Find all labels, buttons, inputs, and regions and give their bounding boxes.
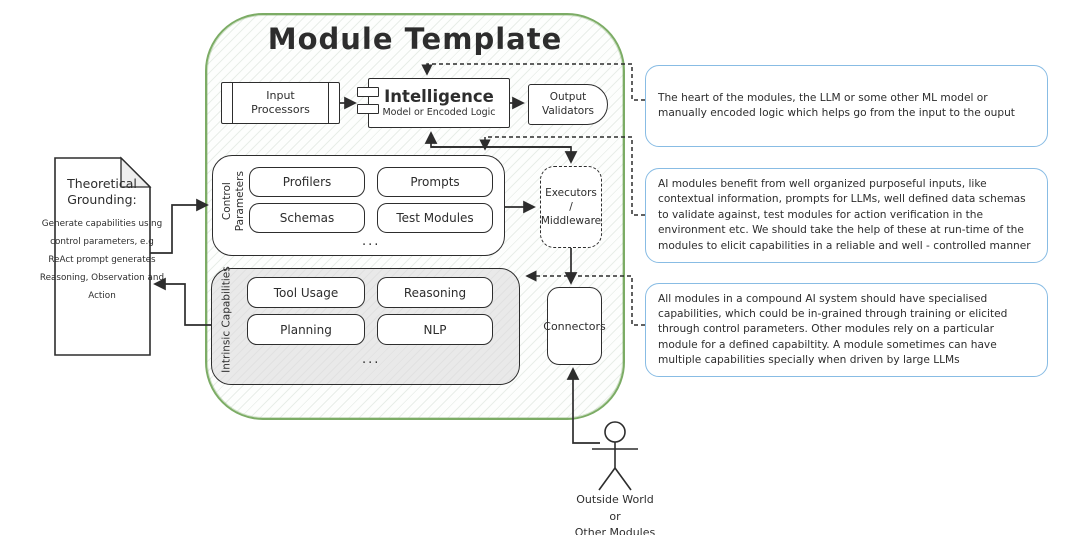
executors-line: Middleware [540, 215, 602, 228]
annotation-intelligence: The heart of the modules, the LLM or som… [645, 65, 1048, 147]
theoretical-grounding-doc: Theoretical Grounding: Generate capabili… [38, 176, 166, 305]
outside-world-label: Outside World or Other Modules [553, 492, 677, 535]
component-port-icon [357, 104, 379, 114]
intelligence-subtitle: Model or Encoded Logic [382, 106, 496, 118]
theoretical-grounding-heading: Theoretical Grounding: [67, 176, 137, 208]
annotation-control-parameters: AI modules benefit from well organized p… [645, 168, 1048, 263]
intrinsic-capabilities-more: ... [362, 352, 381, 367]
outside-world-line: Other Modules [574, 526, 656, 535]
outside-world-line: or [609, 509, 621, 523]
stick-figure-icon [592, 421, 638, 491]
document-fold-icon [120, 156, 152, 188]
outside-world-line: Outside World [576, 493, 654, 506]
chip-test-modules: Test Modules [377, 203, 493, 233]
input-processors-label: Input Processors [251, 88, 310, 116]
chip-tool-usage: Tool Usage [247, 277, 365, 308]
chip-planning: Planning [247, 314, 365, 345]
theoretical-grounding-body: Generate capabilities using control para… [39, 218, 165, 301]
chip-prompts: Prompts [377, 167, 493, 197]
control-parameters-more: ... [362, 234, 381, 249]
chip-reasoning: Reasoning [377, 277, 493, 308]
document-shape [54, 157, 151, 356]
chip-profilers: Profilers [249, 167, 365, 197]
component-port-icon [357, 87, 379, 97]
annotation-intrinsic-capabilities: All modules in a compound AI system shou… [645, 283, 1048, 377]
input-processors-box: Input Processors [221, 82, 340, 124]
diagram-title: Module Template [267, 22, 563, 56]
annotation-text: AI modules benefit from well organized p… [658, 178, 1031, 252]
control-parameters-label: Control Parameters [220, 171, 246, 232]
chip-schemas: Schemas [249, 203, 365, 233]
intrinsic-capabilities-label: Intrinsic Capabilities [220, 266, 233, 373]
chip-nlp: NLP [377, 314, 493, 345]
annotation-text: All modules in a compound AI system shou… [658, 292, 1008, 367]
annotation-text: The heart of the modules, the LLM or som… [658, 91, 1015, 119]
